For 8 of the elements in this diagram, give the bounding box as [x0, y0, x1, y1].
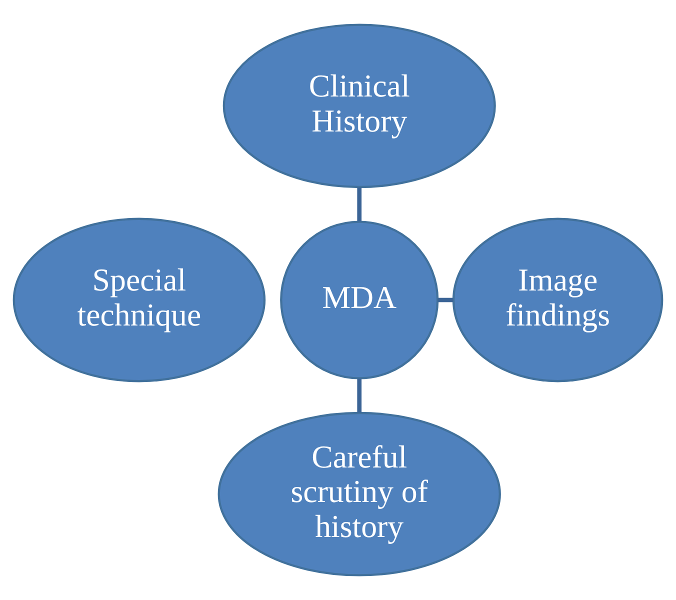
connector	[357, 187, 362, 222]
node-circle: MDA	[280, 220, 439, 380]
node-ellipse: Special technique	[12, 218, 266, 382]
connector	[438, 298, 454, 302]
node-ellipse: Image findings	[452, 218, 664, 382]
node-ellipse: Careful scrutiny of history	[218, 412, 501, 576]
node-ellipse: Clinical History	[222, 24, 496, 188]
connector	[357, 378, 362, 413]
